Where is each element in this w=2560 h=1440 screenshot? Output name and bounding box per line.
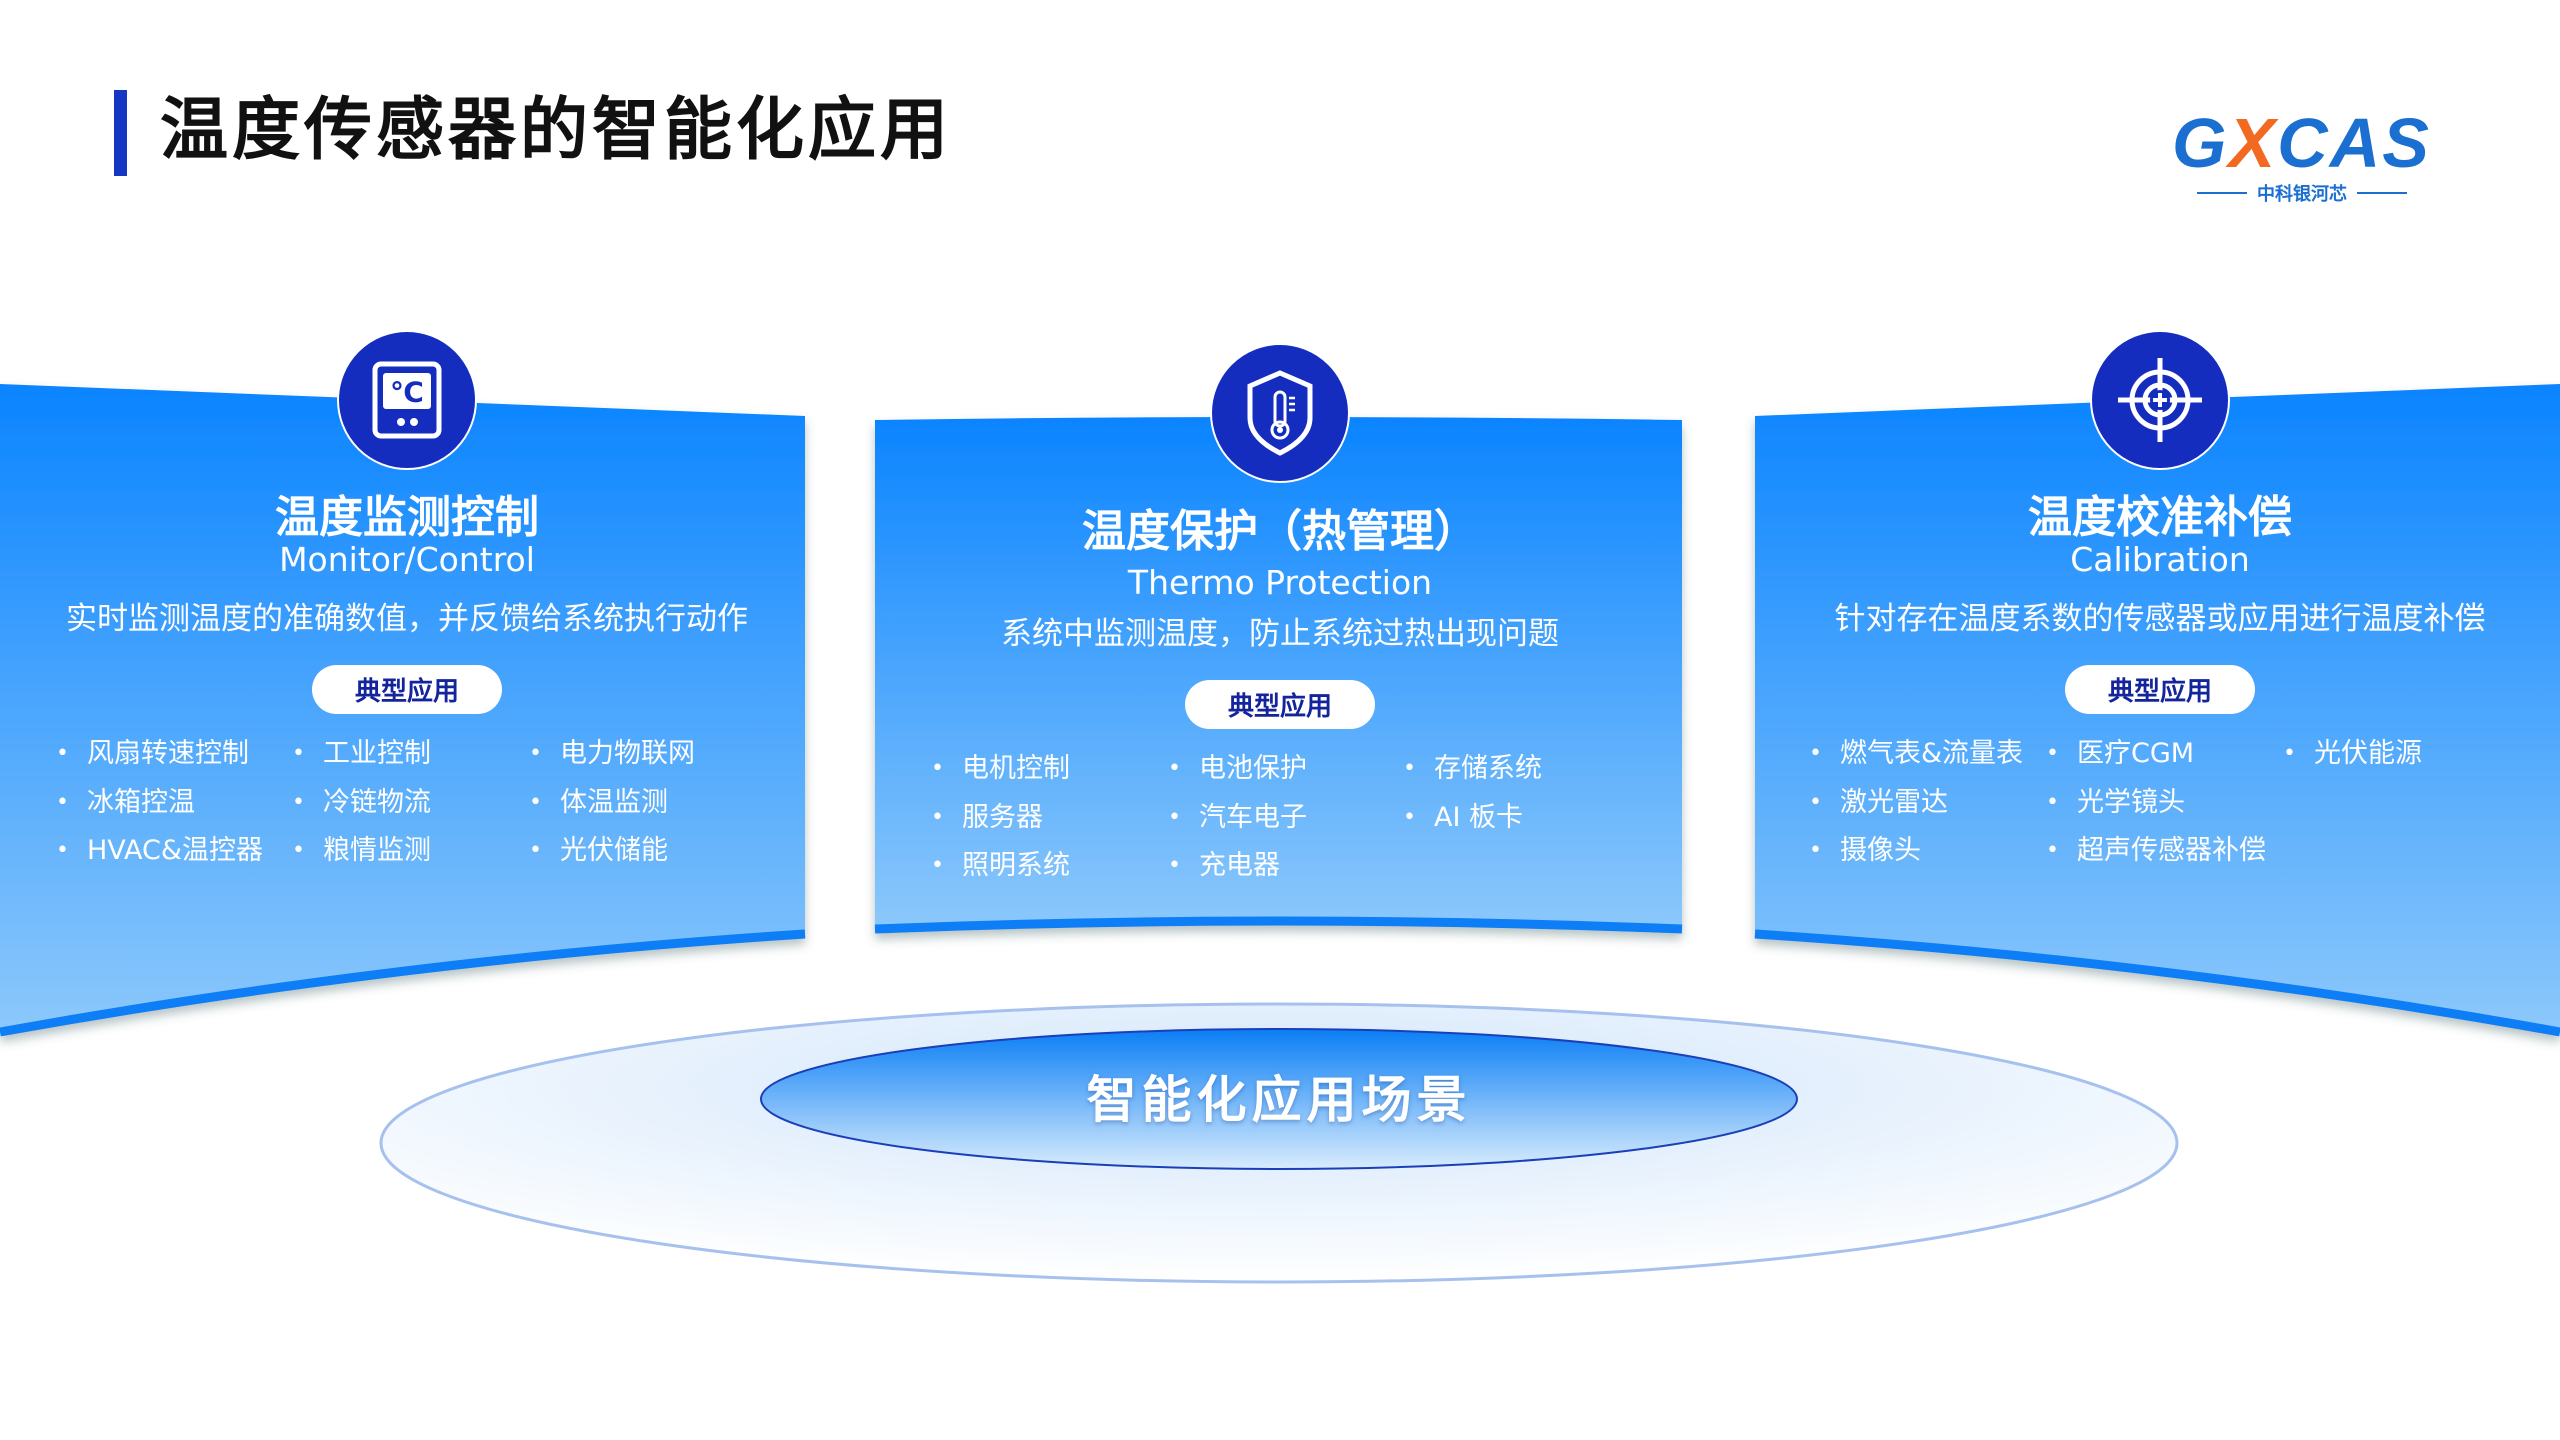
list-item: 工业控制 (292, 736, 431, 772)
list-item: 粮情监测 (292, 833, 431, 869)
list-item: AI 板卡 (1403, 800, 1523, 836)
list-item: 电力物联网 (529, 736, 695, 772)
panel-subtitle: Monitor/Control (279, 540, 535, 579)
title-accent-bar (114, 90, 127, 176)
list-item: 存储系统 (1403, 751, 1542, 787)
list-item: 燃气表&流量表 (1809, 736, 2023, 772)
list-item: 服务器 (931, 800, 1043, 836)
list-item: 医疗CGM (2046, 736, 2194, 772)
list-item: 电池保护 (1168, 751, 1307, 787)
panel-subtitle: Calibration (2070, 540, 2250, 579)
list-item: 冷链物流 (292, 785, 431, 821)
list-item: 风扇转速控制 (56, 736, 249, 772)
list-item: 照明系统 (931, 848, 1070, 884)
list-item: 充电器 (1168, 848, 1280, 884)
list-item: 激光雷达 (1809, 785, 1948, 821)
panel-title: 温度保护（热管理） (1082, 506, 1478, 557)
list-item: 光伏能源 (2283, 736, 2422, 772)
list-item: 体温监测 (529, 785, 668, 821)
crosshair-target-icon (2090, 330, 2230, 470)
list-item: 超声传感器补偿 (2046, 833, 2266, 869)
panel-description: 系统中监测温度，防止系统过热出现问题 (1001, 616, 1559, 652)
list-item: 冰箱控温 (56, 785, 195, 821)
typical-applications-tag: 典型应用 (312, 665, 502, 714)
shield-thermometer-icon (1210, 343, 1350, 483)
panel-description: 针对存在温度系数的传感器或应用进行温度补偿 (1834, 601, 2486, 637)
list-item: 电机控制 (931, 751, 1070, 787)
panel-title: 温度校准补偿 (2028, 492, 2292, 543)
page-title: 温度传感器的智能化应用 (160, 91, 953, 170)
platform-inner-ellipse (760, 1028, 1798, 1170)
company-logo: GXCAS 中科银河芯 (2172, 104, 2431, 205)
panel-description: 实时监测温度的准确数值，并反馈给系统执行动作 (66, 601, 748, 637)
center-platform-label: 智能化应用场景 (1086, 1071, 1472, 1129)
panel-title: 温度监测控制 (275, 492, 539, 543)
svg-text:℃: ℃ (390, 376, 424, 409)
list-item: 汽车电子 (1168, 800, 1307, 836)
list-item: 光伏储能 (529, 833, 668, 869)
list-item: 摄像头 (1809, 833, 1921, 869)
list-item: HVAC&温控器 (56, 833, 263, 869)
panel-subtitle: Thermo Protection (1127, 563, 1433, 602)
typical-applications-tag: 典型应用 (1185, 680, 1375, 729)
list-item: 光学镜头 (2046, 785, 2185, 821)
thermometer-display-icon: ℃ (337, 330, 477, 470)
typical-applications-tag: 典型应用 (2065, 665, 2255, 714)
